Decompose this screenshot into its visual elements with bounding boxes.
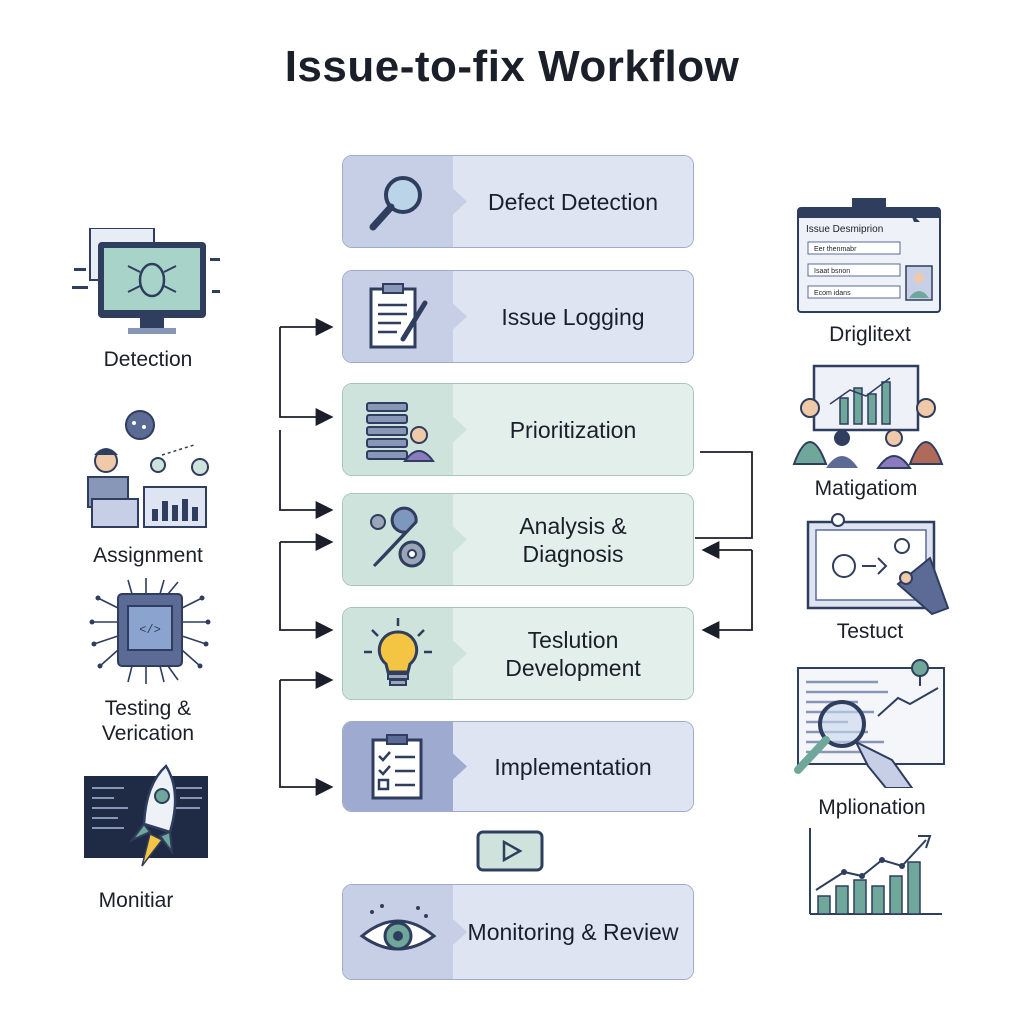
clipboard-pen-icon bbox=[343, 271, 453, 362]
step-label: Implementation bbox=[453, 722, 693, 811]
step-solution-development[interactable]: Teslution Development bbox=[342, 607, 694, 700]
chip-icon: </> bbox=[88, 578, 212, 686]
form-field-3: Ecom idans bbox=[814, 290, 851, 297]
eye-icon bbox=[343, 885, 453, 979]
form-field-2: Isaat bsnon bbox=[814, 268, 851, 275]
form-field-1: Eer thenmabr bbox=[814, 246, 857, 253]
lightbulb-icon bbox=[343, 608, 453, 699]
right-label-3: Testuct bbox=[836, 620, 904, 643]
growth-chart-icon bbox=[806, 828, 946, 918]
stack-person-icon bbox=[343, 384, 453, 475]
svg-text:</>: </> bbox=[139, 623, 161, 637]
whiteboard-hand-icon bbox=[806, 512, 950, 618]
left-label-monitor: Monitiar bbox=[98, 889, 174, 912]
left-label-detection: Detection bbox=[103, 348, 193, 371]
step-label: Prioritization bbox=[453, 384, 693, 475]
step-prioritization[interactable]: Prioritization bbox=[342, 383, 694, 476]
step-implementation[interactable]: Implementation bbox=[342, 721, 694, 812]
issue-form-window-icon: Issue Desmiprion Eer thenmabr Isaat bsno… bbox=[796, 196, 942, 314]
connector-lines bbox=[279, 318, 753, 796]
step-label: Analysis & Diagnosis bbox=[453, 494, 693, 585]
step-monitoring-review[interactable]: Monitoring & Review bbox=[342, 884, 694, 980]
monitor-bug-icon bbox=[72, 228, 222, 338]
step-defect-detection[interactable]: Defect Detection bbox=[342, 155, 694, 248]
person-virus-chart-icon bbox=[82, 405, 222, 531]
page-title: Issue-to-fix Workflow bbox=[284, 42, 740, 91]
form-title: Issue Desmiprion bbox=[806, 224, 884, 235]
step-label: Monitoring & Review bbox=[453, 885, 693, 979]
rocket-icon bbox=[84, 762, 212, 882]
right-label-4: Mplionation bbox=[818, 796, 926, 819]
step-issue-logging[interactable]: Issue Logging bbox=[342, 270, 694, 363]
right-label-2: Matigatiom bbox=[814, 477, 918, 500]
wrench-gear-icon bbox=[343, 494, 453, 585]
team-presentation-icon bbox=[790, 364, 946, 470]
step-label: Issue Logging bbox=[453, 271, 693, 362]
play-button-icon[interactable] bbox=[476, 830, 544, 872]
left-label-assignment: Assignment bbox=[93, 544, 203, 567]
step-analysis-diagnosis[interactable]: Analysis & Diagnosis bbox=[342, 493, 694, 586]
step-label: Teslution Development bbox=[453, 608, 693, 699]
left-label-testing: Testing & Verication bbox=[101, 697, 195, 745]
checklist-icon bbox=[343, 722, 453, 811]
magnifier-icon bbox=[343, 156, 453, 247]
step-label: Defect Detection bbox=[453, 156, 693, 247]
right-label-1: Driglitext bbox=[829, 323, 911, 346]
document-magnifier-icon bbox=[788, 658, 948, 788]
